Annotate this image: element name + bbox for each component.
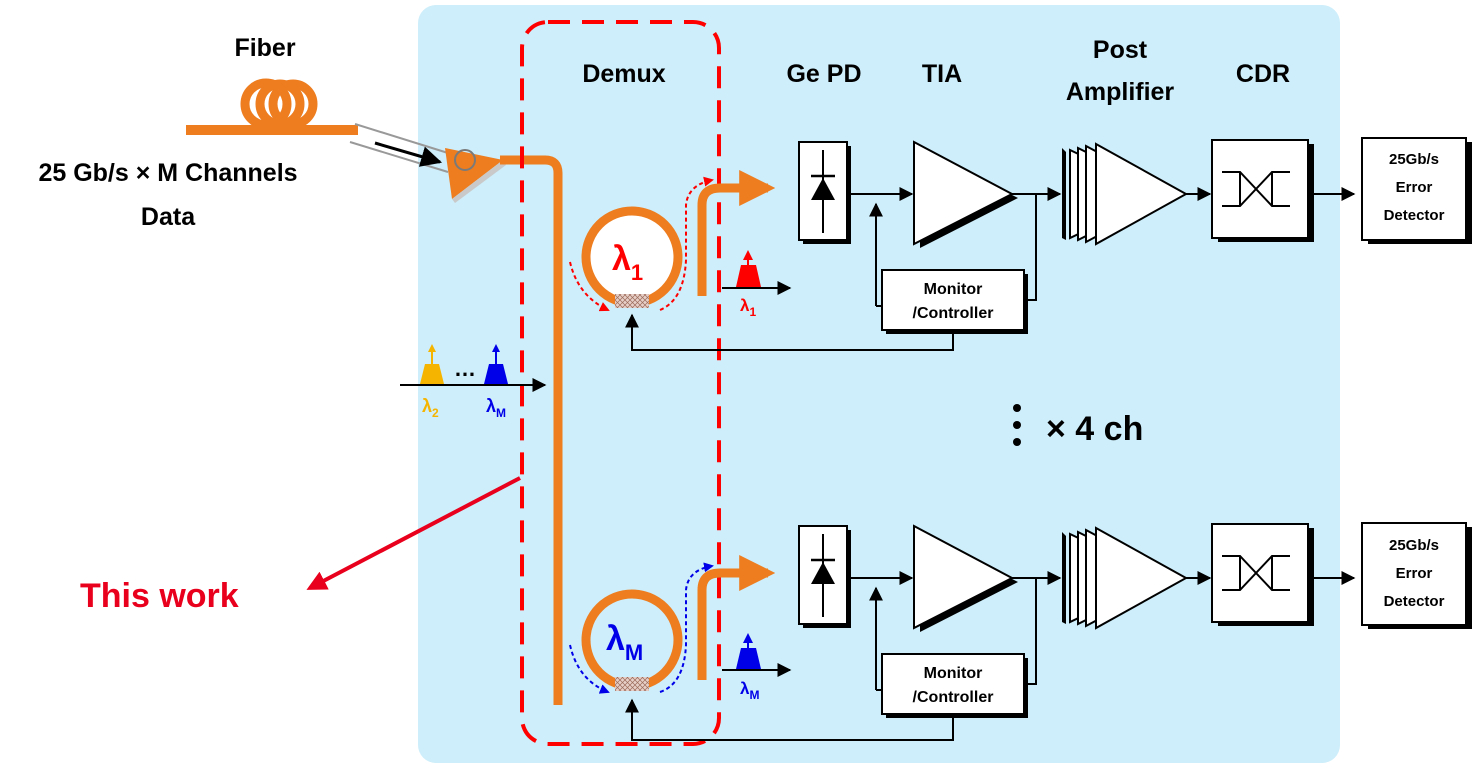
data-rate-label: 25 Gb/s × M Channels bbox=[38, 159, 297, 187]
spectrum-ellipsis: … bbox=[454, 356, 476, 381]
detector-label-mc: Detector bbox=[1384, 593, 1445, 610]
spectrum-label-lambdaM: λM bbox=[486, 396, 506, 420]
ring-label-m: λM bbox=[606, 620, 643, 665]
drop-waveguide-1 bbox=[697, 170, 776, 296]
this-work-arrow bbox=[306, 476, 521, 590]
ring-flow-in-m bbox=[569, 644, 610, 694]
ring-flow-out-1 bbox=[659, 176, 714, 311]
channel-m: λM λM Monitor /Controller bbox=[569, 522, 1472, 741]
detector-label-1a: 25Gb/s bbox=[1389, 151, 1439, 168]
pd-header: Ge PD bbox=[786, 60, 861, 88]
data-label: Data bbox=[141, 203, 196, 231]
ring-heater-1 bbox=[615, 294, 649, 308]
drop-waveguide-m bbox=[697, 555, 776, 680]
post-amplifier-1 bbox=[1062, 142, 1189, 246]
post-amplifier-m bbox=[1062, 526, 1189, 630]
spectrum-label-1: λ1 bbox=[740, 296, 756, 319]
demux-box bbox=[520, 20, 721, 746]
this-work-label: This work bbox=[80, 577, 239, 615]
monitor-label-ma: Monitor bbox=[924, 665, 983, 682]
ring-heater-m bbox=[615, 677, 649, 691]
ring-resonator-1 bbox=[581, 206, 683, 308]
spectrum-peak-lambdaM bbox=[484, 364, 508, 384]
monitor-label-mb: /Controller bbox=[913, 689, 994, 706]
spectrum-label-lambda2: λ2 bbox=[422, 396, 439, 420]
detector-label-1b: Error bbox=[1396, 179, 1433, 196]
channel-1: λ1 λ1 Monitor /Controller bbox=[569, 137, 1472, 351]
spectrum-peak-m bbox=[736, 648, 761, 669]
tia-header: TIA bbox=[922, 60, 962, 88]
post-amp-header-2: Amplifier bbox=[1066, 78, 1175, 106]
ring-label-1: λ1 bbox=[612, 240, 643, 285]
input-spectrum: … λ2 λM bbox=[400, 344, 547, 420]
detector-label-ma: 25Gb/s bbox=[1389, 537, 1439, 554]
repeat-label: × 4 ch bbox=[1046, 410, 1143, 448]
spectrum-label-m: λM bbox=[740, 679, 759, 702]
heater-control-1 bbox=[625, 313, 954, 351]
ring-flow-in-1 bbox=[569, 261, 610, 312]
spectrum-peak-1 bbox=[736, 265, 761, 287]
fiber-spool-icon bbox=[186, 78, 358, 135]
heater-control-m bbox=[625, 698, 954, 741]
eye-pattern-icon-m bbox=[1222, 555, 1290, 591]
bus-waveguide bbox=[500, 155, 563, 705]
cdr-header: CDR bbox=[1236, 60, 1290, 88]
fiber-label: Fiber bbox=[234, 34, 295, 62]
eye-pattern-icon-1 bbox=[1222, 171, 1290, 207]
grating-coupler-icon bbox=[445, 148, 506, 203]
detector-label-1c: Detector bbox=[1384, 207, 1445, 224]
monitor-label-1b: /Controller bbox=[913, 305, 994, 322]
post-amp-header-1: Post bbox=[1093, 36, 1148, 64]
repeat-dots-icon bbox=[1013, 404, 1021, 446]
detector-label-mb: Error bbox=[1396, 565, 1433, 582]
monitor-label-1a: Monitor bbox=[924, 281, 983, 298]
ring-flow-out-m bbox=[659, 562, 714, 693]
fiber-input bbox=[349, 123, 449, 173]
demux-header: Demux bbox=[582, 60, 665, 88]
spectrum-peak-lambda2 bbox=[420, 364, 444, 384]
